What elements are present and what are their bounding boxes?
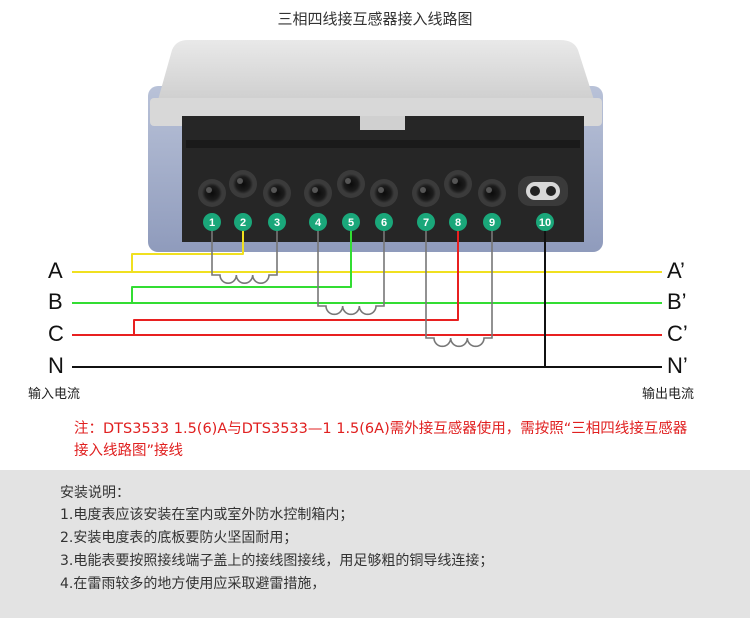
terminal-number: 9 <box>489 217 495 229</box>
terminal-badge-4: 4 <box>309 213 327 231</box>
terminal-number: 1 <box>209 217 215 229</box>
terminal-badge-2: 2 <box>234 213 252 231</box>
terminal-badge-10: 10 <box>536 213 554 231</box>
installation-instructions: 安装说明： 1.电度表应该安装在室内或室外防水控制箱内； 2.安装电度表的底板要… <box>0 470 750 618</box>
terminal-hole-8 <box>444 170 472 198</box>
usage-note: 注：DTS3533 1.5(6)A与DTS3533—1 1.5(6A)需外接互感… <box>74 421 688 459</box>
terminal-cover-tab <box>360 116 405 130</box>
terminal-numbers: 1 2 3 4 5 6 7 8 9 10 <box>203 213 554 231</box>
terminal-number: 2 <box>240 217 246 229</box>
instructions-heading: 安装说明： <box>60 485 130 501</box>
diagram-title: 三相四线接互感器接入线路图 <box>277 10 473 28</box>
current-transformer-c <box>425 224 493 348</box>
input-phase-c-label: C <box>48 321 64 346</box>
terminal-hole-6 <box>370 179 398 207</box>
wires <box>72 224 662 368</box>
instructions-list: 1.电度表应该安装在室内或室外防水控制箱内； 2.安装电度表的底板要防火坚固耐用… <box>60 504 493 596</box>
terminal-badge-5: 5 <box>342 213 360 231</box>
terminal-hole-5 <box>337 170 365 198</box>
phase-a-tap <box>131 224 244 272</box>
input-neutral-label: N <box>48 353 64 378</box>
terminal-hole-7 <box>412 179 440 207</box>
terminal-badge-6: 6 <box>375 213 393 231</box>
terminal-badge-7: 7 <box>417 213 435 231</box>
terminal-10-connector <box>518 176 568 206</box>
output-phase-a-label: A’ <box>667 258 685 283</box>
terminal-number: 10 <box>539 217 551 229</box>
input-current-caption: 输入电流 <box>28 386 80 402</box>
terminal-number: 7 <box>423 217 429 229</box>
terminal-hole-9 <box>478 179 506 207</box>
terminal-number: 4 <box>315 217 322 229</box>
terminal-hole-4 <box>304 179 332 207</box>
instruction-item: 4.在雷雨较多的地方使用应采取避雷措施， <box>60 576 326 592</box>
current-transformer-b <box>317 224 385 316</box>
meter-top-cover <box>158 40 594 100</box>
terminal-number: 8 <box>455 217 461 229</box>
output-current-caption: 输出电流 <box>642 386 694 402</box>
output-phase-b-label: B’ <box>667 289 687 314</box>
phase-c-tap <box>133 224 459 335</box>
current-transformer-a <box>211 224 278 284</box>
input-phase-a-label: A <box>48 258 63 283</box>
terminal-number: 5 <box>348 217 354 229</box>
terminal-hole-2 <box>229 170 257 198</box>
terminal-number: 6 <box>381 217 387 229</box>
instruction-item: 2.安装电度表的底板要防火坚固耐用； <box>60 530 298 546</box>
instruction-item: 3.电能表要按照接线端子盖上的接线图接线，用足够粗的铜导线连接； <box>60 553 494 569</box>
terminal-hole-1 <box>198 179 226 207</box>
terminal-block-ridge <box>186 140 580 148</box>
terminal-badge-3: 3 <box>268 213 286 231</box>
output-neutral-label: N’ <box>667 353 688 378</box>
instruction-item: 1.电度表应该安装在室内或室外防水控制箱内； <box>60 507 354 523</box>
wiring-diagram: 1 2 3 4 5 6 7 8 9 10 A B C N A’ B’ C’ N’ 输入电流 输出电… <box>28 40 694 402</box>
input-phase-b-label: B <box>48 289 63 314</box>
phase-b-tap <box>131 224 352 303</box>
terminal-badge-8: 8 <box>449 213 467 231</box>
terminal-badge-1: 1 <box>203 213 221 231</box>
terminal-badge-9: 9 <box>483 213 501 231</box>
terminal-number: 3 <box>274 217 280 229</box>
output-phase-c-label: C’ <box>667 321 688 346</box>
terminal-hole-3 <box>263 179 291 207</box>
